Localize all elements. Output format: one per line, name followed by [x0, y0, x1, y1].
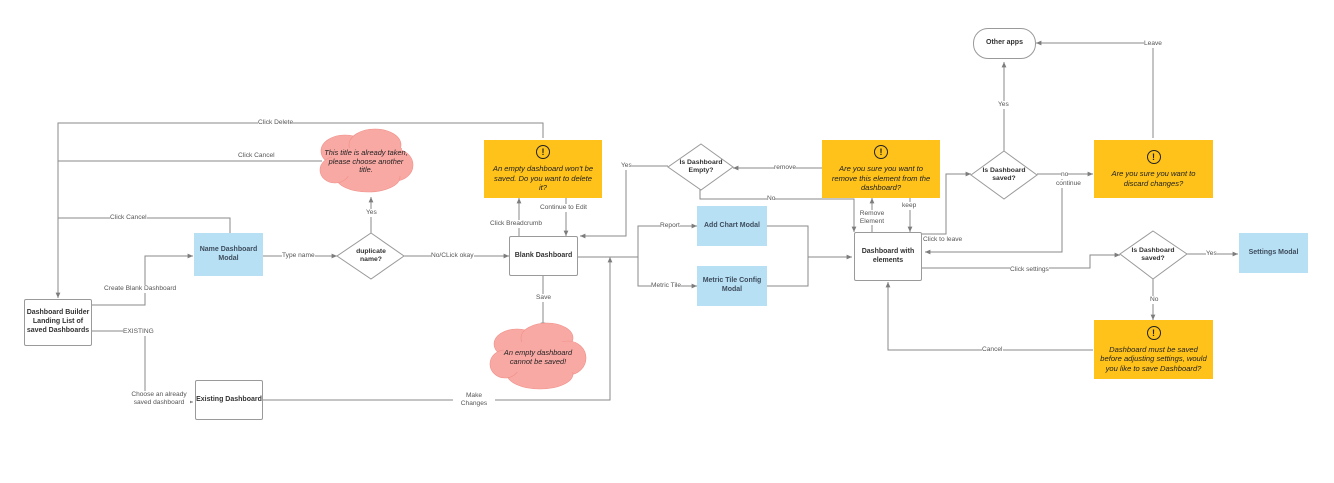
edge-label-metric-tile: Metric Tile	[651, 282, 682, 290]
other-apps-label: Other apps	[986, 39, 1023, 47]
dashboard-with-elements-label: Dashboard with elements	[861, 247, 915, 264]
is-empty-text: Is Dashboard Empty?	[674, 155, 728, 179]
edge-label-leave: Leave	[1144, 40, 1162, 48]
warning-icon: !	[1146, 325, 1161, 340]
edge-label-click-cancel-2: Click Cancel	[110, 214, 147, 222]
edge-label-save: Save	[536, 294, 552, 302]
edge-label-click-delete: Click Delete	[258, 119, 294, 127]
other-apps-node: Other apps	[973, 28, 1036, 59]
edge-click-to-leave	[922, 171, 971, 235]
edge-empty-no	[699, 183, 857, 232]
add-chart-modal-node: Add Chart Modal	[697, 206, 767, 246]
name-dashboard-modal-label: Name Dashboard Modal	[199, 245, 258, 262]
edge-label-continue-edit: Continue to Edit	[540, 204, 587, 212]
is-saved-top-diamond	[970, 150, 1038, 200]
edge-label-cancel: Cancel	[982, 346, 1003, 354]
edge-label-click-to-leave: Click to leave	[923, 236, 963, 244]
edge-report	[637, 223, 697, 257]
empty-warning-label: An empty dashboard won't be saved. Do yo…	[492, 164, 594, 193]
edge-label-remove-element: Remove Element	[855, 210, 889, 226]
edge-label-empty-no: No	[767, 195, 776, 203]
duplicate-name-text: duplicate name?	[345, 244, 397, 268]
is-empty-diamond	[667, 143, 734, 191]
edge-label-create-blank: Create Blank Dashboard	[104, 285, 177, 293]
edge-modal-merge	[767, 225, 809, 287]
add-chart-modal-label: Add Chart Modal	[704, 221, 760, 229]
name-dashboard-modal-node: Name Dashboard Modal	[194, 233, 263, 276]
warning-icon: !	[536, 145, 550, 160]
edge-label-type-name: Type name	[282, 252, 315, 260]
is-empty-label: Is Dashboard Empty?	[679, 158, 723, 174]
title-taken-label: This title is already taken, please choo…	[324, 147, 408, 175]
title-taken-text: This title is already taken, please choo…	[322, 147, 410, 177]
edge-label-no-click-okay: No/CLick okay	[431, 252, 474, 260]
must-save-warning-label: Dashboard must be saved before adjusting…	[1100, 344, 1207, 373]
empty-warning-node: ! An empty dashboard won't be saved. Do …	[484, 140, 602, 198]
existing-dashboard-node: Existing Dashboard	[195, 380, 263, 420]
remove-element-warning-label: Are you sure you want to remove this ele…	[831, 164, 931, 193]
edge-label-click-settings: Click settings	[1010, 266, 1049, 274]
metric-tile-modal-node: Metric Tile Config Modal	[697, 266, 767, 306]
blank-dashboard-node: Blank Dashboard	[509, 236, 578, 276]
edge-label-continue: continue	[1056, 180, 1081, 188]
edge-create-blank	[92, 253, 193, 306]
edge-label-remove: remove	[774, 164, 796, 172]
settings-modal-label: Settings Modal	[1248, 248, 1299, 256]
edge-label-settings-yes: Yes	[1206, 250, 1217, 258]
blank-dashboard-label: Blank Dashboard	[514, 251, 573, 259]
edge-label-settings-no: No	[1150, 296, 1159, 304]
edge-click-settings	[922, 252, 1120, 269]
edge-label-click-cancel-1: Click Cancel	[238, 152, 275, 160]
is-saved-top-text: Is Dashboard saved?	[978, 163, 1030, 187]
edge-leave	[1036, 40, 1154, 138]
edge-cancel	[885, 282, 1093, 351]
edge-label-report: Report	[660, 222, 680, 230]
dashboard-with-elements-node: Dashboard with elements	[854, 232, 922, 281]
duplicate-name-label: duplicate name?	[356, 247, 386, 263]
edge-label-existing: EXISTING	[123, 328, 154, 336]
edge-label-keep: keep	[902, 202, 917, 210]
is-saved-right-text: Is Dashboard saved?	[1127, 243, 1179, 267]
must-save-warning-node: ! Dashboard must be saved before adjusti…	[1094, 320, 1213, 379]
empty-cannot-save-cloud	[489, 322, 587, 390]
empty-cannot-save-text: An empty dashboard cannot be saved!	[493, 345, 583, 371]
edge-continue	[925, 174, 1063, 255]
duplicate-name-diamond	[336, 232, 405, 280]
landing-node: Dashboard Builder Landing List of saved …	[24, 299, 92, 346]
edge-label-choose-saved: Choose an already saved dashboard	[128, 391, 190, 407]
is-saved-right-label: Is Dashboard saved?	[1131, 246, 1175, 262]
remove-element-warning-node: ! Are you sure you want to remove this e…	[822, 140, 940, 198]
edge-label-make-changes: Make Changes	[453, 392, 495, 408]
edge-label-saved-yes: Yes	[998, 101, 1009, 109]
title-taken-cloud	[319, 128, 414, 193]
empty-cannot-save-label: An empty dashboard cannot be saved!	[503, 348, 573, 366]
landing-label: Dashboard Builder Landing List of saved …	[26, 309, 90, 334]
is-saved-right-diamond	[1119, 230, 1188, 280]
edge-empty-yes	[580, 165, 668, 239]
warning-icon: !	[874, 145, 888, 160]
edge-click-delete	[55, 122, 544, 298]
settings-modal-node: Settings Modal	[1239, 233, 1308, 273]
edge-label-saved-no: no	[1061, 171, 1069, 179]
is-saved-top-label: Is Dashboard saved?	[982, 166, 1026, 182]
warning-icon: !	[1146, 150, 1161, 165]
discard-warning-label: Are you sure you want to discard changes…	[1111, 169, 1196, 188]
edge-label-duplicate-yes: Yes	[366, 209, 377, 217]
edge-label-click-breadcrumb: Click Breadcrumb	[490, 220, 543, 228]
edge-make-changes	[263, 257, 613, 401]
existing-dashboard-label: Existing Dashboard	[196, 395, 262, 403]
discard-warning-node: ! Are you sure you want to discard chang…	[1094, 140, 1213, 198]
metric-tile-modal-label: Metric Tile Config Modal	[702, 277, 762, 293]
edge-label-empty-yes: Yes	[621, 162, 632, 170]
